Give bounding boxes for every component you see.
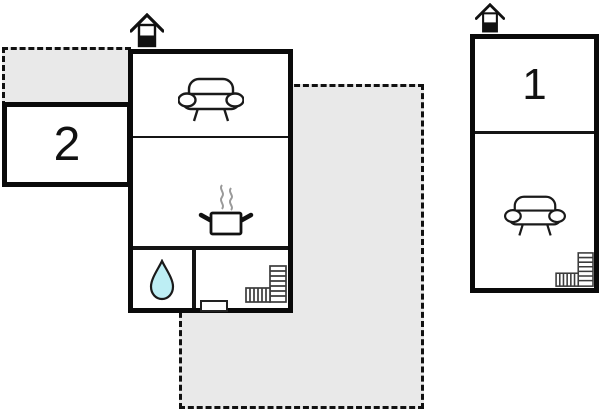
chimney-icon (475, 3, 505, 33)
chimney-icon (130, 13, 164, 48)
stairs-icon (555, 252, 594, 287)
sofa-icon (178, 77, 244, 122)
wall-living-kitchen (133, 136, 288, 138)
entrance-terrace (2, 47, 131, 107)
unit-1-label: 1 (522, 60, 547, 109)
cooking-pot-icon (198, 184, 254, 236)
sofa-icon (504, 195, 566, 236)
unit-2-annex-room: 2 (2, 102, 132, 187)
wall-room1-living (475, 131, 594, 134)
unit-1-building: 1 (470, 34, 599, 293)
unit-2-building (128, 49, 293, 313)
wall-bath-hall (192, 246, 196, 308)
stairs-icon (245, 265, 287, 303)
water-drop-icon (149, 259, 175, 301)
wall-kitchen-bottom (133, 246, 288, 250)
unit-2-label: 2 (53, 117, 81, 171)
unit-1-room: 1 (475, 39, 594, 131)
door (200, 300, 228, 312)
